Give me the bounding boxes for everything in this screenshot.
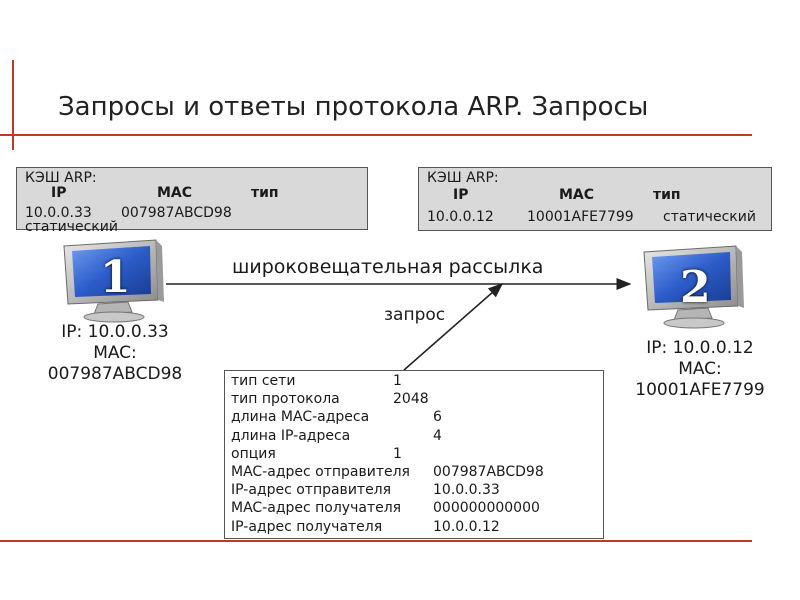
cache-entry-row: 10.0.0.12 10001AFE7799 статический	[427, 209, 763, 227]
cache-heading-row: КЭШ ARP:	[25, 170, 359, 188]
host-2-mac: 10001AFE7799	[635, 380, 765, 400]
packet-field-row: тип сети 1	[231, 373, 597, 391]
cache-entry-type: статический	[663, 209, 756, 225]
cache-header-row: IP MAC тип	[25, 185, 359, 203]
packet-field-name: MAC-адрес получателя	[231, 500, 402, 517]
host-2-info: IP: 10.0.0.12 MAC: 10001AFE7799	[620, 338, 780, 401]
host-1-mac-label: MAC:	[93, 343, 137, 363]
packet-field-row: тип протокола 2048	[231, 391, 597, 409]
packet-field-value: 007987ABCD98	[433, 463, 544, 480]
title-underline	[0, 134, 752, 136]
packet-field-value: 6	[433, 409, 442, 426]
packet-field-name: IP-адрес получателя	[231, 518, 383, 535]
arp-cache-left: КЭШ ARP: IP MAC тип 10.0.0.33 007987ABCD…	[16, 167, 368, 235]
packet-field-name: тип сети	[231, 373, 296, 389]
packet-field-name: тип протокола	[231, 391, 340, 408]
packet-field-row: MAC-адрес отправителя 007987ABCD98	[231, 464, 597, 482]
host-2-mac-label: MAC:	[678, 359, 722, 379]
packet-field-row: длина MAC-адреса 6	[231, 409, 597, 427]
cache-entry-row: 10.0.0.33 007987ABCD98	[25, 205, 359, 223]
cache-entry-type-row: статический	[25, 219, 359, 237]
cache-col-ip: IP	[453, 187, 469, 203]
host-2-ip: IP: 10.0.0.12	[646, 338, 754, 358]
packet-field-name: MAC-адрес отправителя	[231, 463, 410, 480]
packet-field-value: 10.0.0.12	[433, 518, 500, 535]
host-1-info: IP: 10.0.0.33 MAC: 007987ABCD98	[40, 322, 190, 385]
computer-1-number: 1	[100, 252, 131, 303]
packet-field-name: длина MAC-адреса	[231, 409, 370, 426]
cache-col-type: тип	[251, 185, 279, 201]
request-arrow	[403, 283, 504, 371]
broadcast-label: широковещательная рассылка	[232, 256, 544, 278]
host-1-mac: 007987ABCD98	[47, 364, 183, 384]
cache-entry-mac: 10001AFE7799	[527, 209, 634, 225]
packet-field-name: длина IP-адреса	[231, 427, 351, 444]
packet-field-row: опция 1	[231, 446, 597, 464]
computer-2-icon	[643, 245, 744, 329]
cache-col-ip: IP	[51, 185, 67, 201]
cache-entry-mac: 007987ABCD98	[121, 205, 232, 221]
slide-title: Запросы и ответы протокола ARP. Запросы	[58, 92, 649, 122]
packet-field-name: опция	[231, 445, 276, 462]
request-label: запрос	[384, 305, 446, 325]
left-accent-bar	[12, 60, 14, 150]
packet-field-row: длина IP-адреса 4	[231, 428, 597, 446]
cache-heading: КЭШ ARP:	[25, 170, 97, 186]
cache-col-mac: MAC	[559, 187, 595, 203]
packet-field-value: 000000000000	[433, 500, 540, 517]
host-1-ip: IP: 10.0.0.33	[61, 322, 169, 342]
packet-field-value: 2048	[393, 391, 429, 408]
cache-col-type: тип	[653, 187, 681, 203]
packet-field-row: IP-адрес получателя 10.0.0.12	[231, 519, 597, 537]
cache-heading: КЭШ ARP:	[427, 170, 499, 186]
bottom-rule	[0, 540, 752, 542]
computer-2-number: 2	[680, 262, 711, 313]
cache-col-mac: MAC	[157, 185, 193, 201]
cache-entry-type: статический	[25, 219, 118, 235]
packet-field-value: 1	[393, 445, 402, 462]
computer-1-icon	[63, 239, 164, 323]
packet-field-row: MAC-адрес получателя 000000000000	[231, 500, 597, 518]
packet-field-value: 10.0.0.33	[433, 482, 500, 499]
arp-cache-right: КЭШ ARP: IP MAC тип 10.0.0.12 10001AFE77…	[418, 167, 772, 231]
packet-field-value: 4	[433, 427, 442, 444]
arp-request-packet: тип сети 1 тип протокола 2048 длина MAC-…	[224, 370, 604, 539]
packet-field-value: 1	[393, 373, 402, 389]
packet-field-row: IP-адрес отправителя 10.0.0.33	[231, 482, 597, 500]
cache-entry-ip: 10.0.0.12	[427, 209, 494, 225]
cache-entry-ip: 10.0.0.33	[25, 205, 92, 221]
packet-field-name: IP-адрес отправителя	[231, 482, 392, 499]
cache-heading-row: КЭШ ARP:	[427, 170, 763, 188]
cache-header-row: IP MAC тип	[427, 187, 763, 205]
